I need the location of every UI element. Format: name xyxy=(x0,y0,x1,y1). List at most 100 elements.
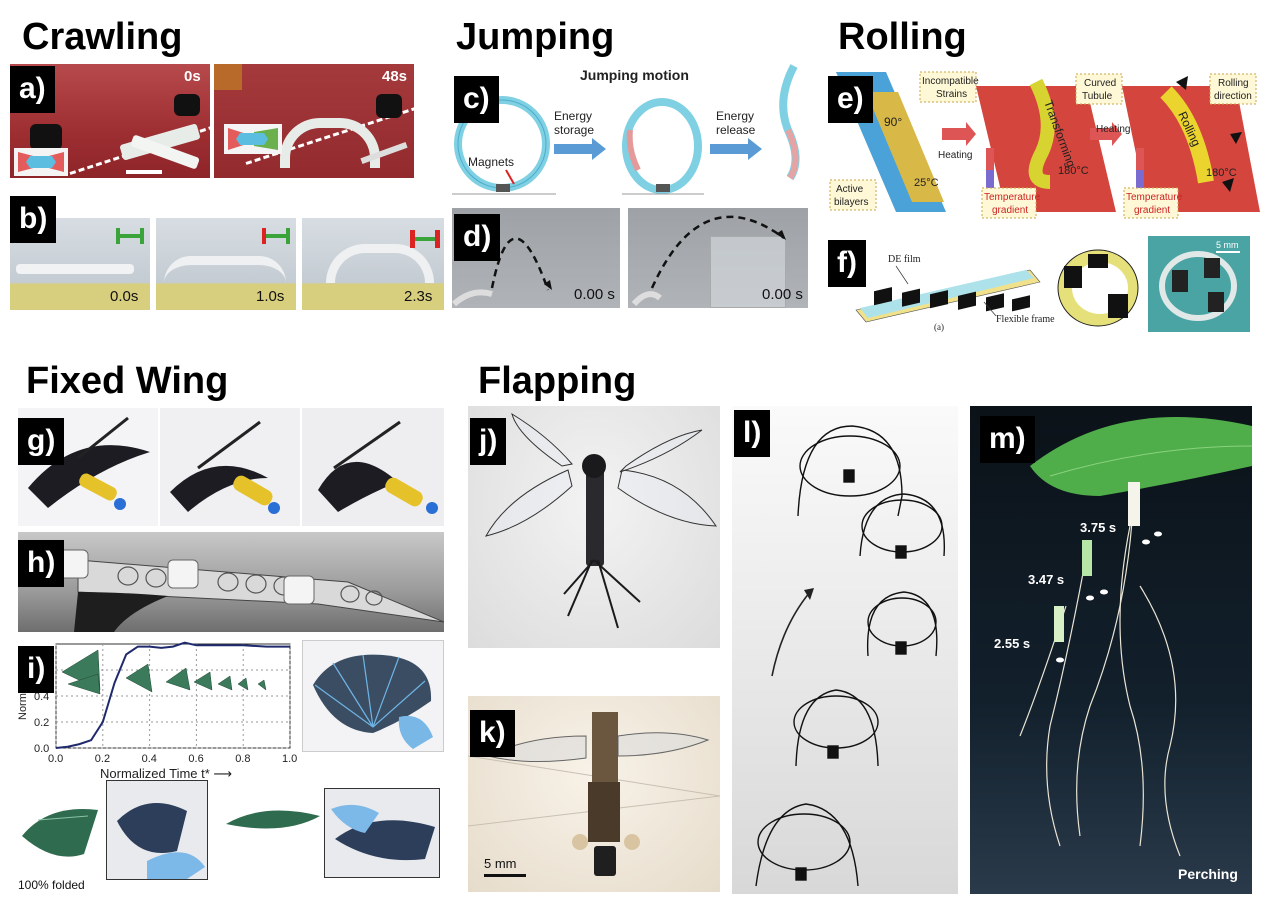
x-tick-label: 0.8 xyxy=(235,753,250,765)
time-stamp: 1.0s xyxy=(256,288,285,305)
section-title-crawling: Crawling xyxy=(22,16,183,58)
svg-text:direction: direction xyxy=(1214,91,1252,102)
svg-text:storage: storage xyxy=(554,123,594,137)
time-stamp: 0s xyxy=(184,68,201,85)
jellyfish-sequence xyxy=(755,425,946,887)
x-axis-label: Normalized Time t* ⟶ xyxy=(100,766,232,781)
wing-photo-gloved-2 xyxy=(324,788,440,878)
fold-curve xyxy=(55,641,290,749)
panel-k-flapping-robot: 5 mm xyxy=(468,696,720,892)
panel-a-crawling-photos: 0s 48s xyxy=(10,64,414,178)
panel-i-folding-wing: 0.00.20.40.60.81.0 0.00.20.40.6 Normaliz… xyxy=(18,638,444,896)
wing-photo-gloved-1 xyxy=(106,780,208,880)
wing-photo-open xyxy=(302,640,444,752)
y-axis-label: Normaliz xyxy=(18,677,29,720)
diagram-title: Jumping motion xyxy=(580,67,689,83)
inset-schematic xyxy=(224,124,282,154)
strain-indicator-mixed xyxy=(262,228,290,244)
panel-f-rolling-device: DE film Flexible frame (a) 5 mm xyxy=(836,236,1250,332)
svg-text:180°C: 180°C xyxy=(1058,165,1089,177)
svg-text:5 mm: 5 mm xyxy=(1216,240,1239,250)
svg-text:DE film: DE film xyxy=(888,254,921,265)
time-stamp: 0.00 s xyxy=(574,286,615,303)
svg-text:Energy: Energy xyxy=(716,109,754,123)
panel-label-m: m) xyxy=(980,416,1035,463)
panel-c-jumping-diagram: Jumping motion Magnets Energy storage En… xyxy=(452,60,814,200)
svg-text:Incompatible: Incompatible xyxy=(922,76,979,87)
de-film-schematic: DE film Flexible frame (a) 5 mm xyxy=(855,236,1250,332)
svg-text:180°C: 180°C xyxy=(1206,167,1237,179)
black-cylinder xyxy=(30,124,62,150)
section-title-fixed-wing: Fixed Wing xyxy=(26,360,229,402)
panel-label-f: f) xyxy=(828,240,866,287)
panel-label-g: g) xyxy=(18,418,65,465)
time-stamp: 0.0s xyxy=(110,288,139,305)
svg-text:Energy: Energy xyxy=(554,109,592,123)
svg-text:Temperature: Temperature xyxy=(984,192,1041,203)
svg-text:Heating: Heating xyxy=(1096,124,1130,135)
x-tick-label: 0.2 xyxy=(95,753,110,765)
svg-text:Active: Active xyxy=(836,184,864,195)
section-title-jumping: Jumping xyxy=(456,16,615,58)
time-stamp: 2.3s xyxy=(404,288,433,305)
panel-h-wing-truss xyxy=(18,532,444,632)
svg-text:gradient: gradient xyxy=(992,205,1028,216)
panel-d-jumping-photos: 0.00 s 0.00 s xyxy=(452,208,808,308)
panel-label-a: a) xyxy=(10,66,55,113)
panel-label-e: e) xyxy=(828,76,873,123)
svg-text:Flexible frame: Flexible frame xyxy=(996,314,1055,325)
panel-e-rolling-diagram: 90° 25°C Active bilayers Heating Transfo… xyxy=(826,62,1260,222)
x-tick-label: 0.4 xyxy=(142,753,157,765)
wing-structure xyxy=(57,549,444,632)
svg-text:(a): (a) xyxy=(934,322,944,332)
y-tick-label: 0.4 xyxy=(34,691,49,703)
y-tick-label: 0.0 xyxy=(34,743,49,755)
section-title-flapping: Flapping xyxy=(478,360,637,402)
x-tick-label: 0.6 xyxy=(188,753,203,765)
section-title-rolling: Rolling xyxy=(838,16,967,58)
panel-label-d: d) xyxy=(454,214,501,261)
panel-label-j: j) xyxy=(470,418,507,465)
svg-text:25°C: 25°C xyxy=(914,177,939,189)
black-cylinder xyxy=(174,94,200,116)
strain-indicator-red xyxy=(410,230,440,248)
scale-bar xyxy=(126,170,162,174)
wing-fold-sequence xyxy=(61,649,267,695)
svg-text:Curved: Curved xyxy=(1084,78,1116,89)
time-stamp: 3.47 s xyxy=(1028,572,1065,587)
wing-photo-green-1 xyxy=(22,809,98,857)
frame-divider xyxy=(210,64,214,178)
svg-text:gradient: gradient xyxy=(1134,205,1170,216)
panel-label-l: l) xyxy=(734,410,771,457)
svg-text:release: release xyxy=(716,123,756,137)
panel-label-h: h) xyxy=(18,540,65,587)
panel-j-flapping-robot xyxy=(468,406,720,648)
strain-indicator-green xyxy=(116,228,144,244)
panel-l-jellyfish-robot xyxy=(732,406,958,894)
time-stamp: 0.00 s xyxy=(762,286,803,303)
svg-text:Tubule: Tubule xyxy=(1082,91,1113,102)
robot-flat xyxy=(16,264,134,274)
panel-label-i: i) xyxy=(18,646,55,693)
microrobot-photo xyxy=(468,712,720,876)
inset-schematic xyxy=(14,148,68,176)
time-stamp: 48s xyxy=(382,68,408,85)
scale-bar-label: 5 mm xyxy=(484,856,517,871)
panel-label-k: k) xyxy=(470,710,515,757)
fold-chart: 0.00.20.40.60.81.0 0.00.20.40.6 Normaliz… xyxy=(18,641,297,781)
magnets-label: Magnets xyxy=(468,155,514,169)
panel-label-b: b) xyxy=(10,196,57,243)
robot-slight-arch xyxy=(164,256,286,283)
x-tick-label: 0.0 xyxy=(48,753,63,765)
time-stamp: 2.55 s xyxy=(994,636,1031,651)
perching-caption: Perching xyxy=(1178,866,1238,882)
x-tick-label: 1.0 xyxy=(282,753,297,765)
scale-bar xyxy=(484,874,526,877)
robot-body-arched xyxy=(280,118,380,168)
svg-text:Strains: Strains xyxy=(936,89,967,100)
time-stamp: 3.75 s xyxy=(1080,520,1117,535)
orange-square xyxy=(214,64,242,90)
svg-text:bilayers: bilayers xyxy=(834,197,868,208)
rolling-schematic: 90° 25°C Active bilayers Heating Transfo… xyxy=(829,71,1260,219)
y-tick-label: 0.2 xyxy=(34,717,49,729)
